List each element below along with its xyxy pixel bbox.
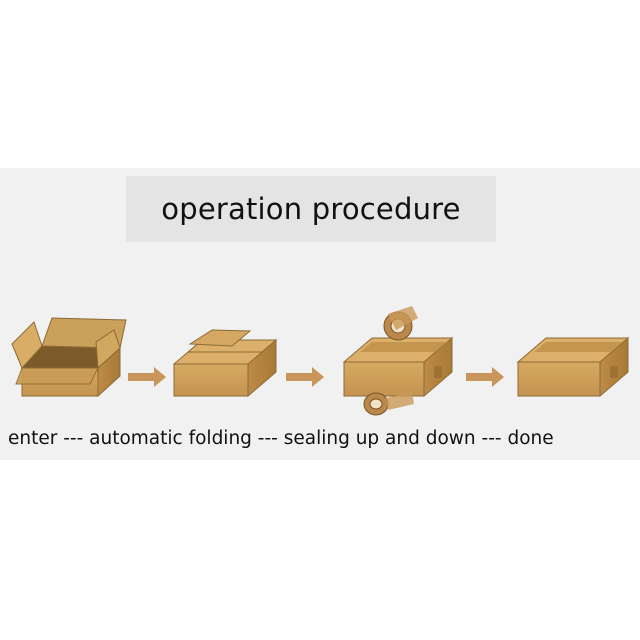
step-separator: --- [252, 428, 284, 449]
sealing-box-icon [344, 306, 452, 415]
process-steps: enter --- automatic folding --- sealing … [8, 420, 632, 456]
arrow-right-icon [466, 367, 504, 387]
step-done: done [507, 428, 553, 449]
step-separator: --- [57, 428, 89, 449]
step-enter: enter [8, 428, 57, 449]
open-box-icon [12, 318, 126, 396]
arrow-right-icon [286, 367, 324, 387]
folded-box-icon [174, 330, 276, 396]
step-sealing: sealing up and down [284, 428, 476, 449]
step-automatic-folding: automatic folding [89, 428, 252, 449]
sealed-box-icon [518, 338, 628, 396]
arrow-right-icon [128, 367, 166, 387]
step-separator: --- [476, 428, 508, 449]
